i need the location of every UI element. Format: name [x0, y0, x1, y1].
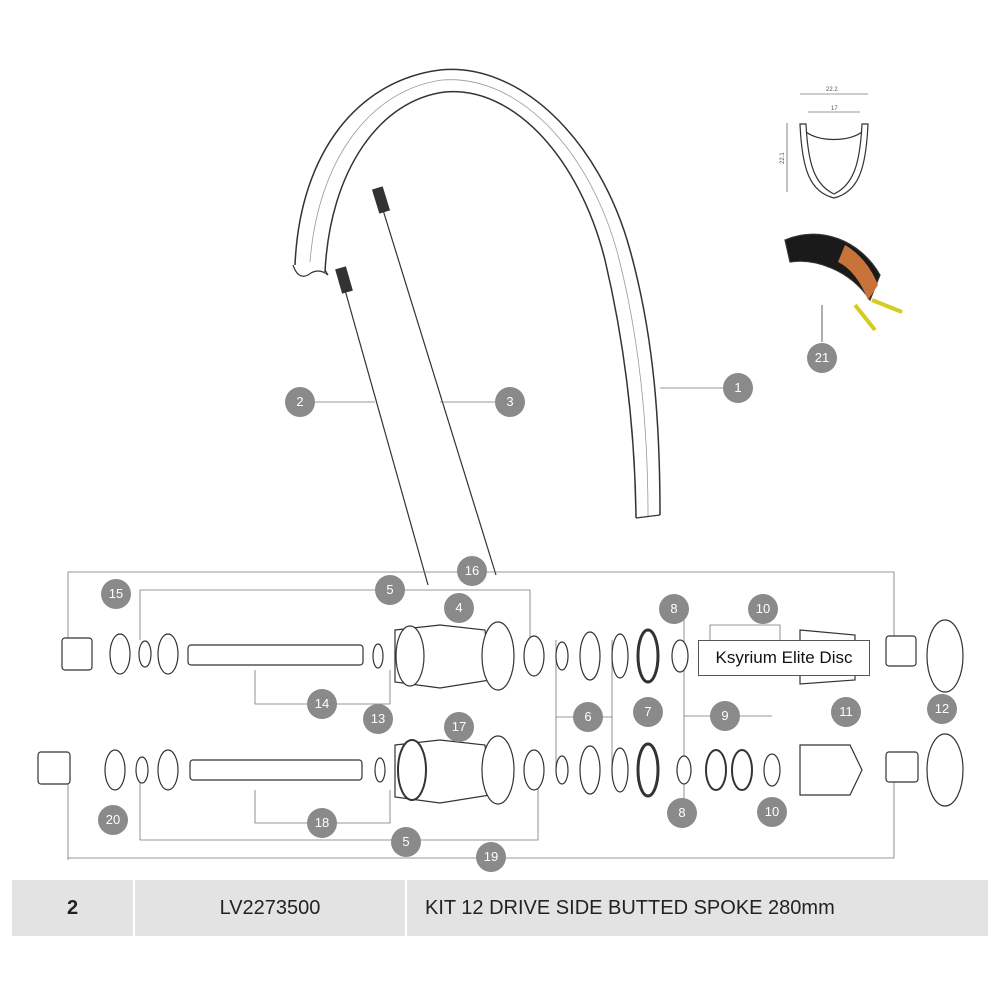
callout-8-lower: 8	[667, 798, 697, 828]
callout-13: 13	[363, 704, 393, 734]
hub-parts-bottom	[37, 733, 964, 807]
part-number-cell: LV2273500	[135, 880, 405, 936]
outer-width-dimension: 22.2	[826, 87, 838, 93]
rim-profile-drawing: 22.2 17 22.1	[780, 87, 869, 199]
item-number-cell: 2	[12, 880, 133, 936]
callout-6: 6	[573, 702, 603, 732]
callout-11: 11	[831, 697, 861, 727]
callout-1: 1	[723, 373, 753, 403]
callout-5-lower: 5	[391, 827, 421, 857]
description-cell: KIT 12 DRIVE SIDE BUTTED SPOKE 280mm	[407, 880, 988, 936]
callout-10-lower: 10	[757, 797, 787, 827]
callout-14: 14	[307, 689, 337, 719]
tire-tube	[784, 233, 903, 342]
callout-4: 4	[444, 593, 474, 623]
inner-width-dimension: 17	[831, 106, 838, 112]
callout-16: 16	[457, 556, 487, 586]
exploded-parts-diagram: 22.2 17 22.1	[37, 68, 964, 860]
callout-3: 3	[495, 387, 525, 417]
callout-8: 8	[659, 594, 689, 624]
callout-7: 7	[633, 697, 663, 727]
callout-2: 2	[285, 387, 315, 417]
parts-table-row[interactable]: 2 LV2273500 KIT 12 DRIVE SIDE BUTTED SPO…	[12, 880, 988, 936]
callout-21: 21	[807, 343, 837, 373]
hub-parts-top	[61, 619, 964, 693]
height-dimension: 22.1	[780, 152, 786, 164]
callout-19: 19	[476, 842, 506, 872]
callout-10: 10	[748, 594, 778, 624]
rim	[292, 68, 661, 519]
model-name-label: Ksyrium Elite Disc	[698, 640, 870, 676]
spokes	[335, 186, 497, 586]
callout-5: 5	[375, 575, 405, 605]
callout-9: 9	[710, 701, 740, 731]
callout-18: 18	[307, 808, 337, 838]
callout-20: 20	[98, 805, 128, 835]
callout-17: 17	[444, 712, 474, 742]
callout-12: 12	[927, 694, 957, 724]
callout-15: 15	[101, 579, 131, 609]
